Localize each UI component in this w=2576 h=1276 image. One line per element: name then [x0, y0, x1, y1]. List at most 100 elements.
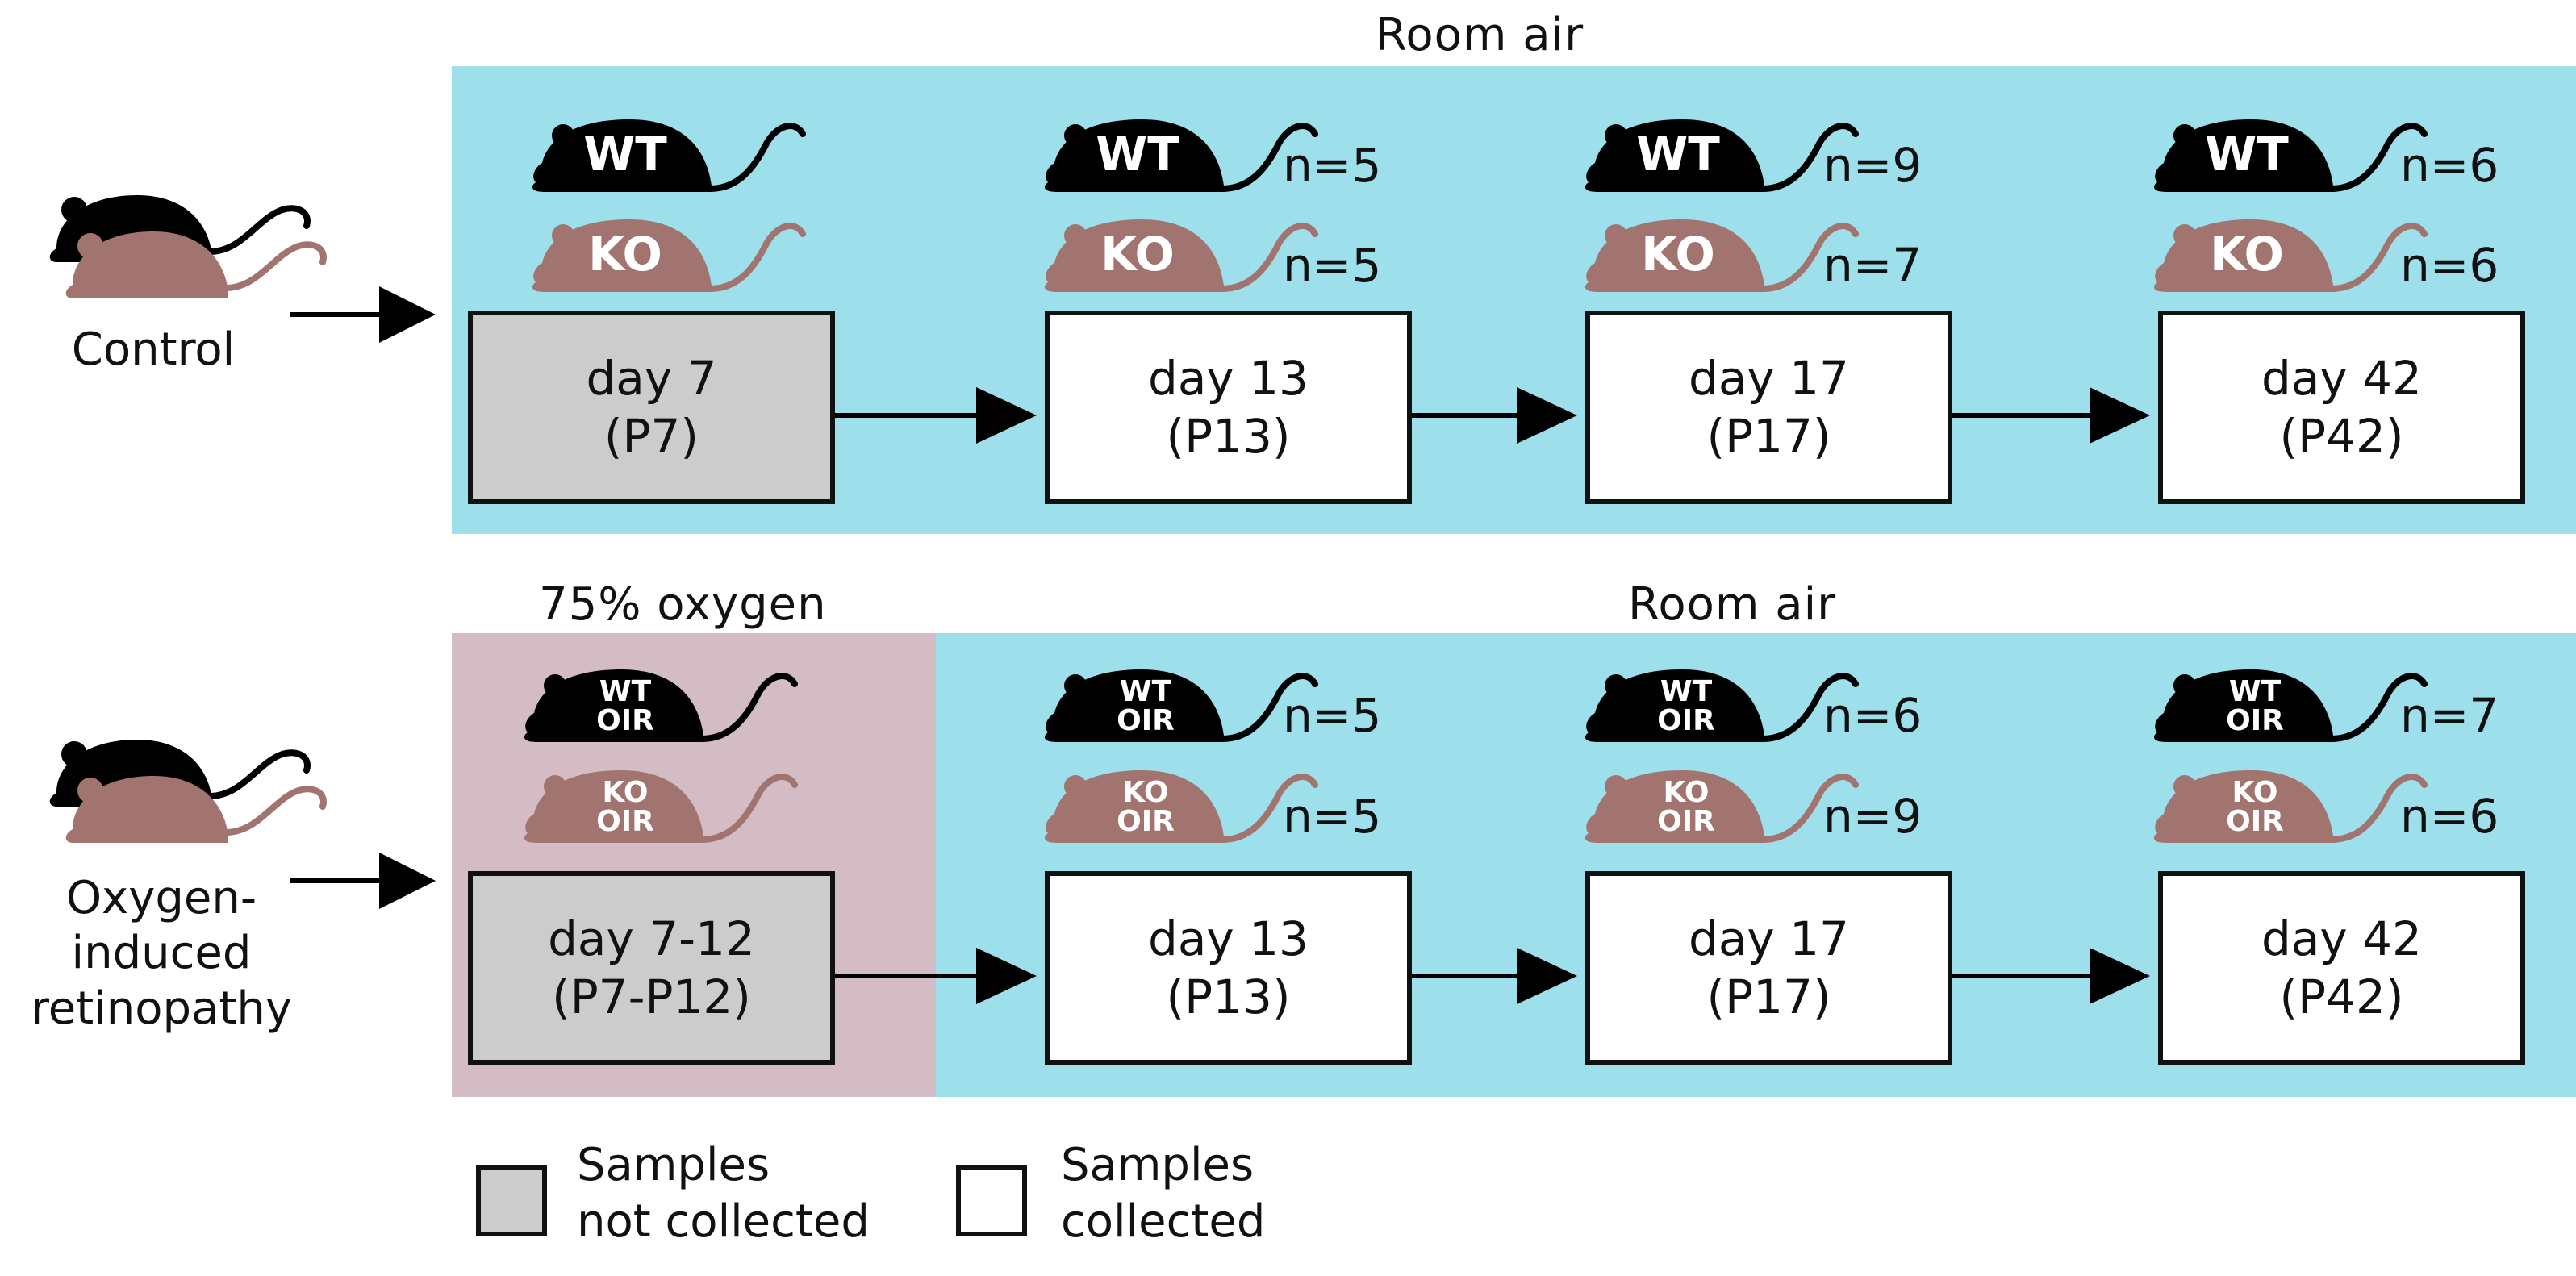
legend-not-collected-line: not collected: [577, 1195, 870, 1248]
postnatal-day-label: (P7): [603, 409, 699, 464]
ko-sample-count: n=5: [1283, 789, 1382, 844]
day-label: day 42: [2261, 350, 2422, 406]
wt-mouse-label: WT: [1096, 127, 1179, 181]
mouse-label-line: KO: [1122, 776, 1169, 809]
ko-sample-count: n=5: [1283, 238, 1382, 293]
timeline-arrow: [1952, 948, 2150, 1004]
timeline-arrow: [835, 387, 1037, 444]
control-condition-label: Control: [71, 323, 236, 376]
mouse-label-line: WT: [599, 675, 652, 708]
wt-mouse-label: WT: [583, 127, 667, 181]
mouse-label-line: OIR: [596, 704, 654, 737]
mouse-label-line: OIR: [2226, 805, 2284, 838]
day-box: day 17(P17): [1585, 871, 1952, 1065]
postnatal-day-label: (P7-P12): [552, 970, 751, 1024]
mouse-label-line: OIR: [596, 805, 654, 838]
legend-not-collected-swatch: [476, 1165, 547, 1236]
oir-condition-label: Oxygen- induced retinopathy: [16, 871, 307, 1036]
oxygen-region-label: 75% oxygen: [539, 578, 827, 631]
oir-condition-line: induced: [71, 927, 252, 980]
postnatal-day-label: (P42): [2279, 409, 2404, 464]
postnatal-day-label: (P42): [2279, 970, 2404, 1024]
day-label: day 7-12: [548, 911, 755, 966]
ko-sample-count: n=6: [2400, 238, 2499, 293]
oir-condition-line: retinopathy: [31, 982, 292, 1035]
legend-not-collected-line: Samples: [577, 1139, 770, 1191]
wt-mouse-icon: WT: [524, 111, 807, 200]
ko-mouse-label: KO: [2210, 227, 2284, 281]
oir-room-air-label: Room air: [1628, 578, 1837, 631]
ko-sample-count: n=7: [1823, 238, 1923, 293]
wt-sample-count: n=6: [2400, 138, 2499, 193]
oir-mouse-pair-icon: [32, 730, 339, 851]
day-label: day 7: [586, 350, 717, 406]
legend-collected-swatch: [956, 1165, 1027, 1236]
timeline-arrow: [1412, 387, 1577, 444]
day-box: day 13(P13): [1045, 871, 1412, 1065]
day-box: day 13(P13): [1045, 311, 1412, 504]
ko-sample-count: n=6: [2400, 789, 2499, 844]
wt-sample-count: n=6: [1823, 688, 1923, 743]
wt-mouse-label: WT: [2205, 127, 2289, 181]
mouse-label-line: OIR: [1657, 805, 1715, 838]
day-box: day 17(P17): [1585, 311, 1952, 504]
legend-collected-text: Samples collected: [1061, 1137, 1265, 1250]
ko-mouse-icon: KO: [1037, 211, 1319, 300]
postnatal-day-label: (P17): [1706, 970, 1831, 1024]
mouse-label-line: WT: [2228, 675, 2282, 708]
ko-mouse-label: KO: [588, 227, 662, 281]
wt-sample-count: n=5: [1283, 688, 1382, 743]
ko-mouse-icon: KO: [2146, 211, 2428, 300]
mouse-label-line: WT: [1660, 675, 1713, 708]
control-room-air-label: Room air: [1376, 9, 1584, 61]
wt-mouse-icon: WT: [2146, 111, 2428, 200]
ko-mouse-icon: [65, 776, 327, 843]
ko-mouse-icon: KO: [524, 211, 807, 300]
ko-mouse-label: KO: [1100, 227, 1175, 281]
day-box: day 42(P42): [2158, 871, 2525, 1065]
timeline-arrow: [1952, 387, 2150, 444]
ko-mouse-icon: KO: [1577, 211, 1860, 300]
mouse-label-line: KO: [2232, 776, 2278, 809]
control-mouse-pair-icon: [32, 186, 339, 306]
mouse-label-line: OIR: [2226, 704, 2284, 737]
day-box: day 7-12(P7-P12): [468, 871, 835, 1065]
ko-mouse-icon: [65, 231, 327, 298]
mouse-label-line: OIR: [1117, 704, 1175, 737]
oir-entry-arrow: [290, 853, 436, 909]
ko-mouse-label: KO: [1641, 227, 1715, 281]
wt-mouse-icon: WT: [1577, 111, 1860, 200]
oir-condition-line: Oxygen-: [65, 872, 257, 924]
mouse-label-line: KO: [602, 776, 649, 809]
mouse-label-line: OIR: [1657, 704, 1715, 737]
wt-sample-count: n=9: [1823, 138, 1923, 193]
wt-mouse-icon: WT: [1037, 111, 1319, 200]
timeline-arrow: [835, 948, 1037, 1004]
day-box: day 7(P7): [468, 311, 835, 504]
control-entry-arrow: [290, 286, 436, 343]
legend-collected-line: collected: [1061, 1195, 1266, 1248]
postnatal-day-label: (P13): [1166, 970, 1291, 1024]
legend-collected-line: Samples: [1061, 1139, 1255, 1191]
postnatal-day-label: (P17): [1706, 409, 1831, 464]
wt-sample-count: n=7: [2400, 688, 2499, 743]
day-label: day 17: [1689, 350, 1849, 406]
wt-sample-count: n=5: [1283, 138, 1382, 193]
mouse-label-line: KO: [1663, 776, 1710, 809]
postnatal-day-label: (P13): [1166, 409, 1291, 464]
